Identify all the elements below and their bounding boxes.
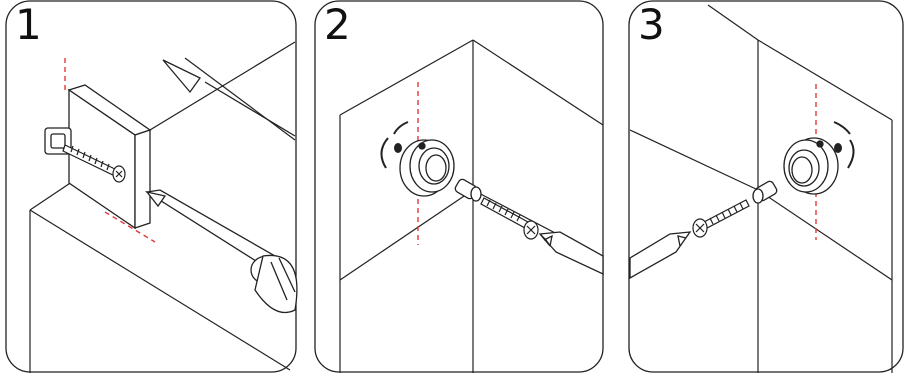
step-number: 1 — [15, 4, 42, 46]
step-3-panel: 3 — [628, 0, 905, 373]
drill-hole — [394, 143, 402, 153]
step-1-illustration — [5, 0, 298, 373]
step-number: 2 — [324, 4, 351, 46]
step-1-panel: 1 — [5, 0, 298, 373]
step-2-panel: 2 — [314, 0, 605, 373]
panel-frame — [6, 1, 296, 372]
mounting-ring — [784, 138, 838, 194]
step-number: 3 — [638, 4, 665, 46]
step-2-illustration — [314, 0, 605, 373]
step-3-illustration — [628, 0, 905, 373]
